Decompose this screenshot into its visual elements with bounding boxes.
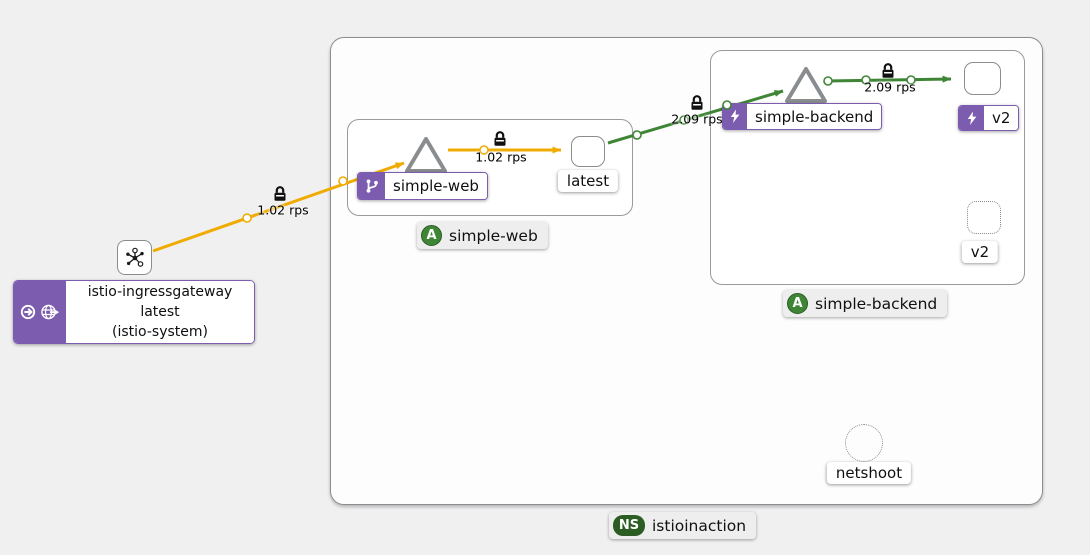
app-badge: A [787, 293, 808, 314]
mtls-lock-icon [494, 131, 506, 146]
app-group-label-simple-web[interactable]: A simple-web [417, 222, 548, 249]
workload-label-v2[interactable]: v2 [958, 105, 1020, 131]
edge-rate-label[interactable]: 2.09 rps [864, 79, 916, 95]
circuit-breaker-bolt-icon [730, 109, 740, 123]
app-group-label-simple-backend[interactable]: A simple-backend [783, 290, 948, 317]
app-group-label-text: simple-backend [815, 294, 938, 313]
service-node-simple-backend[interactable] [780, 60, 832, 108]
edge-waypoint-markers [242, 75, 916, 223]
mtls-lock-icon [882, 63, 894, 78]
mesh-icon [125, 247, 144, 267]
workload-label-latest[interactable]: latest [557, 170, 619, 192]
edge-rate-label[interactable]: 2.09 rps [671, 111, 723, 127]
service-label-simple-web[interactable]: simple-web [357, 172, 488, 200]
gateway-namespace: (istio-system) [112, 324, 208, 340]
namespace-badge: NS [613, 515, 645, 536]
workload-node-v2[interactable] [964, 62, 1001, 95]
service-label-simple-backend[interactable]: simple-backend [722, 103, 883, 130]
edge-rate-label[interactable]: 1.02 rps [257, 202, 309, 218]
workload-node-istio-ingressgateway[interactable] [117, 240, 152, 275]
gateway-name: istio-ingressgateway [87, 284, 233, 300]
gateway-version: latest [140, 304, 180, 320]
gateway-badge [14, 281, 66, 343]
workload-node-latest[interactable] [571, 136, 605, 167]
gateway-globe-icon [41, 304, 59, 320]
idle-node-label-netshoot[interactable]: netshoot [826, 462, 912, 484]
edge-simple-backend-service-to-v2[interactable] [826, 75, 952, 83]
ingress-arrow-icon [20, 304, 36, 320]
mtls-lock-icon [691, 95, 703, 110]
namespace-label-text: istioinaction [652, 516, 747, 535]
workload-label-text: v2 [984, 106, 1019, 130]
service-label-text: simple-backend [747, 104, 882, 129]
idle-workload-node-v2[interactable] [967, 201, 1001, 234]
virtual-service-icon [366, 179, 378, 193]
edge-rate-label[interactable]: 1.02 rps [475, 149, 527, 165]
app-badge: A [421, 225, 442, 246]
gateway-node-label[interactable]: istio-ingressgateway latest (istio-syste… [13, 280, 255, 344]
circuit-breaker-bolt-icon [967, 111, 976, 125]
app-group-label-text: simple-web [449, 226, 538, 245]
namespace-label-istioinaction[interactable]: NS istioinaction [609, 512, 757, 539]
service-node-simple-web[interactable] [400, 130, 452, 178]
idle-node-netshoot[interactable] [845, 424, 883, 462]
mtls-lock-icon [274, 186, 286, 201]
service-label-text: simple-web [385, 173, 487, 199]
idle-workload-label-v2[interactable]: v2 [961, 241, 999, 263]
